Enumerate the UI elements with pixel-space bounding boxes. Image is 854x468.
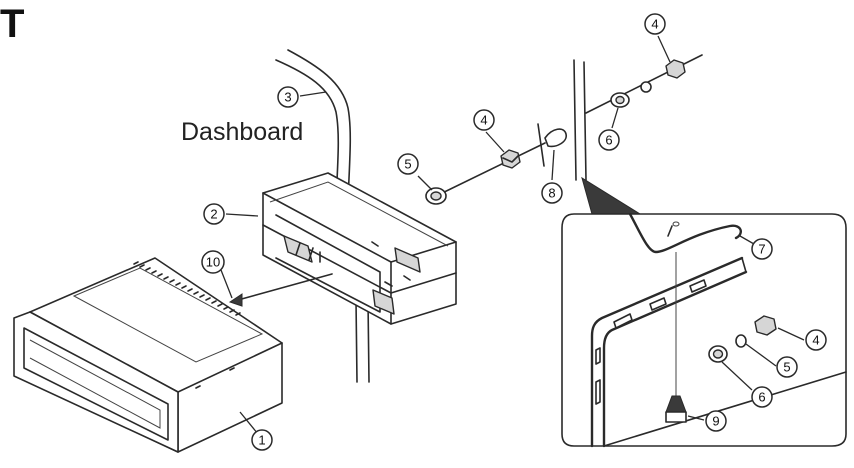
nut-main [500, 149, 521, 169]
callout-dash-part: 8 [541, 182, 563, 204]
svg-text:6: 6 [605, 133, 612, 148]
callout-leaders [220, 35, 805, 435]
svg-text:4: 4 [812, 333, 819, 348]
callout-washer-inset-b: 6 [751, 386, 773, 408]
inset-frame [561, 213, 847, 447]
callout-nut-inset: 4 [805, 329, 827, 351]
inset-pointer [581, 176, 642, 215]
callout-strap: 3 [277, 86, 299, 108]
svg-text:5: 5 [404, 157, 411, 172]
inset-washer-b [708, 345, 728, 363]
svg-text:5: 5 [783, 360, 790, 375]
insertion-arrow [228, 273, 333, 307]
callout-nut-top: 4 [644, 13, 666, 35]
dashboard-label: Dashboard [181, 118, 304, 146]
dash-component [544, 128, 567, 148]
svg-text:7: 7 [758, 242, 765, 257]
svg-text:4: 4 [651, 17, 658, 32]
callout-tab: 10 [201, 250, 225, 274]
callout-bracket: 7 [751, 238, 773, 260]
svg-text:8: 8 [548, 186, 555, 201]
callout-screw: 9 [705, 410, 727, 432]
svg-text:2: 2 [210, 207, 217, 222]
svg-text:1: 1 [258, 433, 265, 448]
radio-unit [13, 257, 283, 453]
svg-text:10: 10 [206, 255, 220, 270]
svg-text:3: 3 [284, 90, 291, 105]
callout-washer-main: 5 [397, 153, 419, 175]
bolt-axis [431, 54, 703, 199]
callout-unit: 1 [251, 429, 273, 451]
inset-screw [665, 395, 687, 423]
washer-top [610, 81, 652, 108]
nut-top [665, 59, 686, 79]
inset-washer-a [735, 334, 747, 348]
washer-main [425, 187, 447, 205]
inset-nut [754, 315, 777, 336]
callout-washer-top: 6 [598, 129, 620, 151]
svg-text:6: 6 [758, 390, 765, 405]
callout-nut-main: 4 [473, 109, 495, 131]
svg-text:9: 9 [712, 414, 719, 429]
mounting-sleeve [262, 172, 457, 325]
callout-sleeve: 2 [203, 203, 225, 225]
svg-text:4: 4 [480, 113, 487, 128]
inset-bracket [590, 212, 847, 448]
heading-letter: T [0, 2, 25, 46]
callout-washer-inset: 5 [776, 356, 798, 378]
